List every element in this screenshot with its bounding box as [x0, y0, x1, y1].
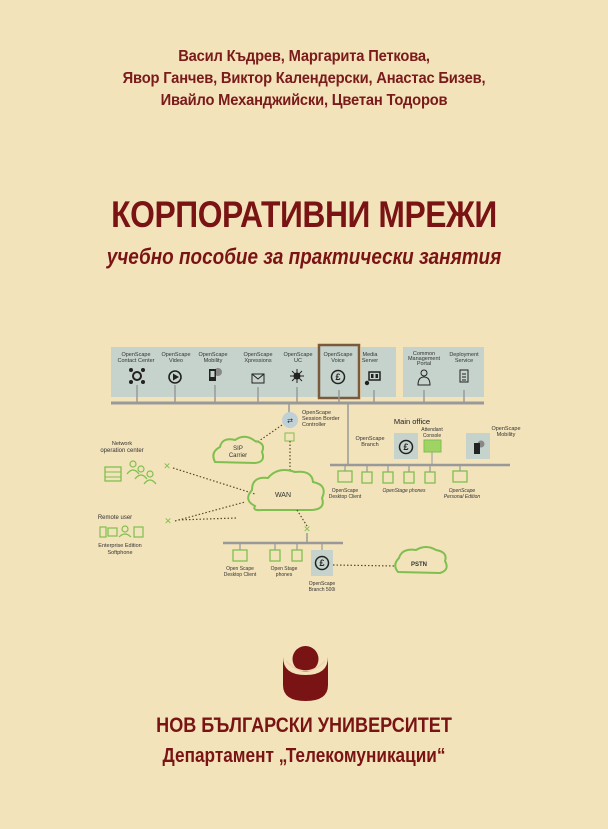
- svg-text:Open Scape: Open Scape: [226, 566, 254, 572]
- top-service-panel: OpenScape Contact Center OpenScape Video…: [111, 343, 484, 405]
- svg-text:OpenScape: OpenScape: [198, 352, 227, 358]
- book-title: КОРПОРАТИВНИ МРЕЖИ: [111, 194, 497, 235]
- svg-text:OpenScape: OpenScape: [355, 436, 384, 442]
- voice-logo-icon: £: [330, 369, 346, 385]
- authors-line-1: Васил Къдрев, Маргарита Петкова,: [178, 48, 430, 65]
- svg-text:£: £: [335, 372, 340, 382]
- svg-text:OpenScape: OpenScape: [283, 352, 312, 358]
- person-icon: [417, 369, 431, 386]
- svg-text:Portal: Portal: [417, 361, 431, 367]
- svg-text:OpenScape: OpenScape: [161, 352, 190, 358]
- svg-text:Attendant: Attendant: [421, 427, 443, 433]
- svg-text:operation center: operation center: [100, 448, 143, 454]
- svg-text:Remote user: Remote user: [98, 515, 132, 521]
- svg-text:Desktop Client: Desktop Client: [224, 572, 257, 578]
- session-border-controller: ⇄ OpenScape Session Border Controller: [255, 403, 340, 470]
- svg-text:Server: Server: [362, 358, 378, 364]
- svg-text:Softphone: Softphone: [107, 550, 132, 556]
- sip-carrier-cloud: SIP Carrier: [212, 435, 265, 465]
- department-name: Департамент „Телекомуникации“: [162, 745, 446, 767]
- remote-user: Remote user Enterprise Edition Softphone…: [98, 501, 246, 556]
- mobile-icon: [209, 368, 222, 381]
- pstn-cloud: PSTN: [394, 546, 448, 575]
- svg-text:Contact Center: Contact Center: [118, 358, 155, 364]
- branch-site: ✕ £ Open Scape Desktop Client Open Stage…: [223, 524, 397, 593]
- svg-text:OpenStage phones: OpenStage phones: [382, 488, 426, 494]
- svg-text:OpenScape: OpenScape: [332, 488, 359, 494]
- play-icon: [168, 370, 182, 384]
- svg-text:Desktop Client: Desktop Client: [329, 494, 362, 500]
- svg-text:Enterprise Edition: Enterprise Edition: [98, 543, 141, 549]
- svg-text:Management: Management: [408, 356, 441, 362]
- svg-text:Session Border: Session Border: [302, 416, 340, 422]
- main-office: Main office OpenScape Branch £ Attendant…: [329, 403, 521, 500]
- document-icon: [459, 369, 469, 383]
- svg-text:£: £: [319, 558, 324, 568]
- svg-text:Video: Video: [169, 358, 183, 364]
- svg-text:Mobility: Mobility: [204, 358, 223, 364]
- publisher-name: НОВ БЪЛГАРСКИ УНИВЕРСИТЕТ: [156, 714, 452, 737]
- wan-cloud: WAN: [176, 469, 325, 527]
- media-server-icon: [364, 371, 381, 386]
- svg-text:Deployment: Deployment: [449, 352, 479, 358]
- svg-text:⇄: ⇄: [287, 418, 293, 425]
- svg-text:OpenScape: OpenScape: [243, 352, 272, 358]
- svg-text:Branch: Branch: [361, 442, 378, 448]
- svg-text:Voice: Voice: [331, 358, 344, 364]
- sunburst-icon: [290, 369, 304, 383]
- svg-text:Carrier: Carrier: [229, 453, 247, 459]
- svg-text:OpenScape: OpenScape: [309, 581, 336, 587]
- svg-text:Console: Console: [423, 433, 442, 439]
- svg-text:SIP: SIP: [233, 446, 243, 452]
- svg-text:UC: UC: [294, 358, 302, 364]
- svg-text:Network: Network: [112, 441, 132, 447]
- svg-text:OpenScape: OpenScape: [491, 426, 520, 432]
- authors-block: Васил Къдрев, Маргарита Петкова, Явор Га…: [24, 46, 583, 112]
- svg-text:WAN: WAN: [275, 492, 291, 499]
- svg-text:Open Stage: Open Stage: [271, 566, 298, 572]
- svg-text:PSTN: PSTN: [411, 562, 427, 568]
- svg-text:Xpressions: Xpressions: [244, 358, 271, 364]
- svg-text:OpenScape: OpenScape: [302, 410, 331, 416]
- authors-line-2: Явор Ганчев, Виктор Календерски, Анастас…: [122, 70, 486, 87]
- svg-text:Main office: Main office: [394, 417, 430, 426]
- router-icon: ✕: [164, 516, 172, 526]
- svg-text:phones: phones: [276, 572, 293, 578]
- svg-text:Controller: Controller: [302, 422, 326, 428]
- svg-text:OpenScape: OpenScape: [449, 488, 476, 494]
- svg-text:Media: Media: [363, 352, 379, 358]
- router-icon: ✕: [163, 461, 171, 471]
- network-hub-icon: [129, 368, 145, 384]
- book-subtitle: учебно пособие за практически занятия: [106, 244, 502, 269]
- network-operation-center: Network operation center ✕: [100, 441, 256, 495]
- svg-text:Branch 500i: Branch 500i: [309, 587, 336, 593]
- envelope-icon: [251, 373, 265, 384]
- svg-text:Service: Service: [455, 358, 473, 364]
- svg-text:Mobility: Mobility: [497, 432, 516, 438]
- service-label: OpenScape: [121, 352, 150, 358]
- university-logo-icon: [283, 646, 328, 701]
- router-icon: ✕: [303, 524, 311, 534]
- svg-text:OpenScape: OpenScape: [323, 352, 352, 358]
- authors-line-3: Ивайло Механджийски, Цветан Тодоров: [160, 92, 448, 109]
- svg-text:£: £: [403, 442, 408, 452]
- svg-text:Common: Common: [413, 351, 435, 357]
- svg-text:Personal Edition: Personal Edition: [444, 494, 481, 500]
